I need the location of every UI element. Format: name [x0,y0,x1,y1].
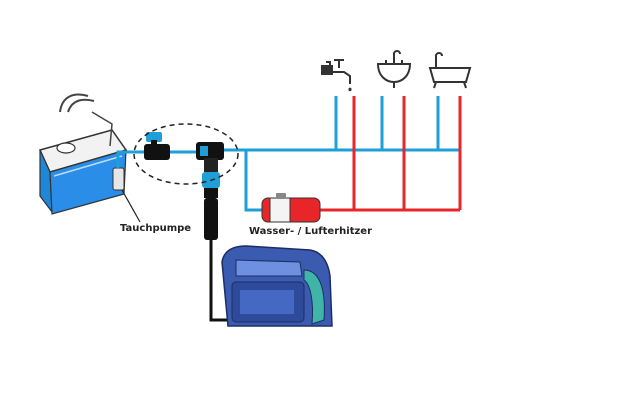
heater-label: Wasser- / Lufterhitzer [249,226,373,237]
tee-fitting [196,142,224,198]
bathtub-icon [428,52,472,89]
fittings-highlight [133,123,239,185]
hot-water-lines [318,96,462,212]
sink-icon [376,50,412,88]
shutoff-valve [144,132,170,160]
faucet-icon [321,59,352,92]
submersible-pump-label: Tauchpumpe [120,223,192,234]
water-tank [38,93,130,215]
heater-unit [261,193,321,223]
cold-water-lines [130,96,460,212]
pump-pointer [121,189,141,223]
garden-pump [221,245,333,327]
